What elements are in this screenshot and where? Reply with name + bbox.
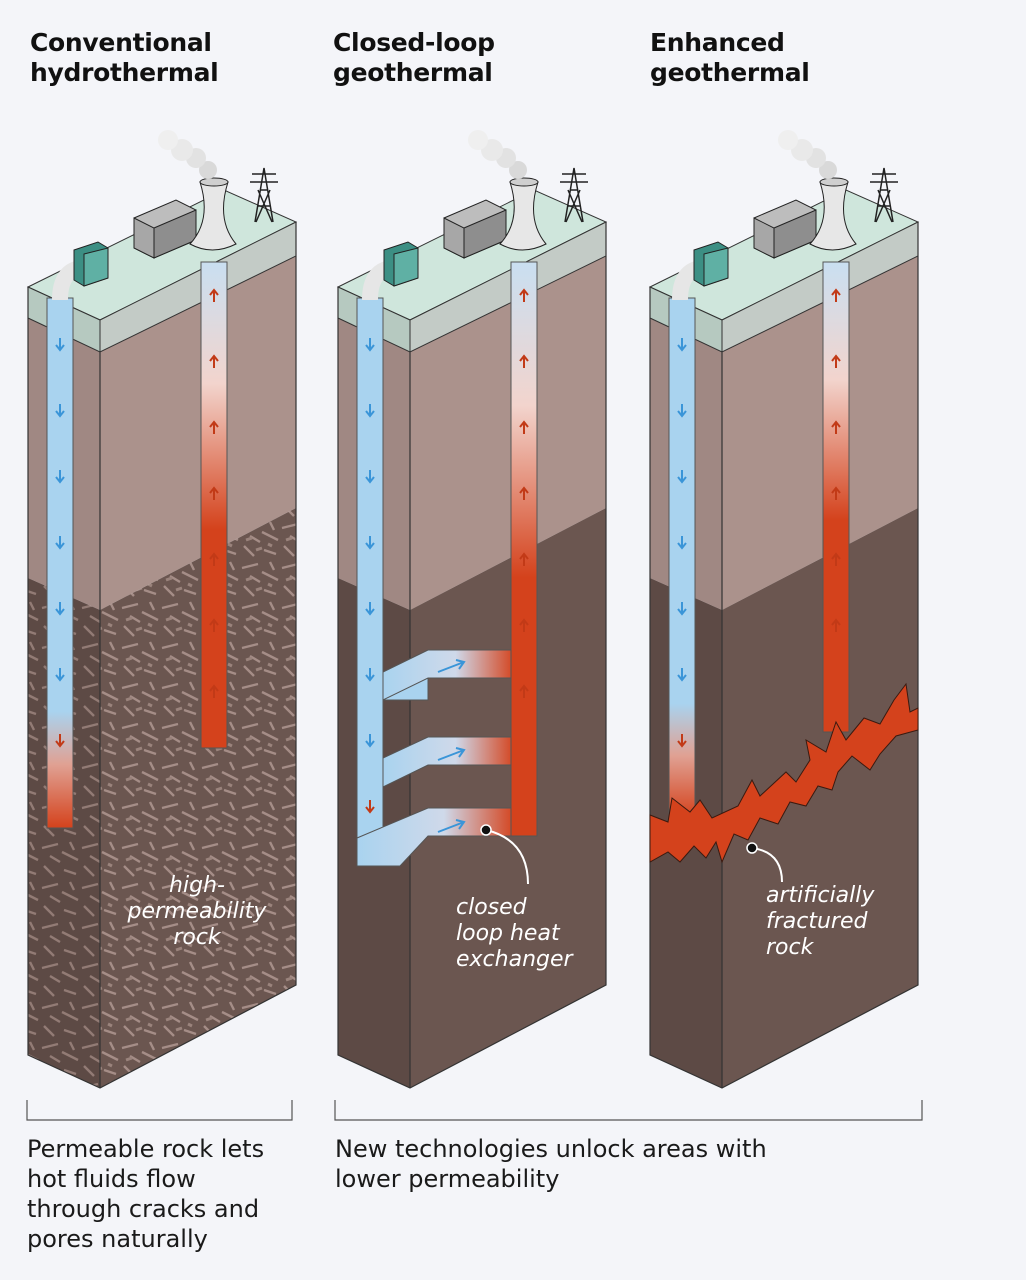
title-line: geothermal — [650, 58, 810, 87]
down-arrow-icon — [55, 668, 65, 682]
up-arrow-icon — [519, 618, 529, 632]
label-fractured-2: fractured — [766, 909, 869, 934]
down-arrow-icon — [365, 734, 375, 748]
down-arrow-icon — [365, 800, 375, 814]
up-arrow-icon — [519, 552, 529, 566]
down-arrow-icon — [55, 536, 65, 550]
down-arrow-icon — [365, 536, 375, 550]
caption-line: hot fluids flow — [27, 1165, 196, 1193]
fracture-callout — [746, 842, 783, 883]
down-arrow-icon — [677, 338, 687, 352]
fracture-network — [649, 682, 919, 864]
up-arrow-icon — [831, 618, 841, 632]
closed-loop-pipe — [356, 261, 538, 867]
down-arrow-icon — [55, 602, 65, 616]
steam-plume — [158, 130, 217, 179]
up-arrow-icon — [831, 288, 841, 302]
power-plant — [133, 130, 278, 259]
down-arrow-icon — [677, 536, 687, 550]
panel-title-conventional: Conventional hydrothermal — [30, 28, 219, 88]
power-plant — [753, 130, 898, 259]
down-arrow-icon — [365, 338, 375, 352]
injection-well — [46, 297, 74, 829]
down-arrow-icon — [365, 404, 375, 418]
down-arrow-icon — [55, 470, 65, 484]
title-line: hydrothermal — [30, 58, 219, 87]
up-arrow-icon — [209, 552, 219, 566]
caption-line: pores naturally — [27, 1225, 208, 1253]
caption-right: New technologies unlock areas with lower… — [335, 1134, 767, 1194]
panel-enhanced — [648, 130, 920, 1089]
up-arrow-icon — [519, 684, 529, 698]
cooling-tower — [189, 181, 237, 251]
up-arrow-icon — [519, 420, 529, 434]
title-line: Conventional — [30, 28, 212, 57]
up-arrow-icon — [519, 288, 529, 302]
up-arrow-icon — [831, 354, 841, 368]
up-arrow-icon — [209, 288, 219, 302]
up-arrow-icon — [519, 354, 529, 368]
down-arrow-icon — [677, 668, 687, 682]
caption-line: Permeable rock lets — [27, 1135, 265, 1163]
label-closed-loop-3: exchanger — [456, 947, 575, 972]
up-arrow-icon — [209, 618, 219, 632]
down-arrow-icon — [677, 734, 687, 748]
up-arrow-icon — [209, 684, 219, 698]
label-fractured-3: rock — [766, 935, 815, 960]
down-arrow-icon — [677, 602, 687, 616]
production-well — [200, 261, 228, 749]
flow-arrow-icon — [437, 747, 466, 761]
flow-arrows — [55, 288, 841, 833]
upper-rock-front — [100, 256, 296, 610]
down-arrow-icon — [365, 470, 375, 484]
up-arrow-icon — [831, 420, 841, 434]
transmission-tower — [250, 167, 278, 223]
label-high-permeability-3: rock — [173, 925, 222, 950]
panel-closed-loop — [336, 130, 608, 1089]
up-arrow-icon — [831, 486, 841, 500]
down-arrow-icon — [677, 404, 687, 418]
label-closed-loop-1: closed — [456, 895, 528, 920]
label-high-permeability-2: permeability — [127, 899, 268, 924]
caption-line: lower permeability — [335, 1165, 560, 1193]
title-line: Enhanced — [650, 28, 785, 57]
down-arrow-icon — [55, 734, 65, 748]
title-line: Closed-loop — [333, 28, 495, 57]
caption-line: New technologies unlock areas with — [335, 1135, 767, 1163]
label-closed-loop-2: loop heat — [456, 921, 561, 946]
flow-arrow-icon — [437, 659, 466, 673]
caption-line: through cracks and — [27, 1195, 260, 1223]
up-arrow-icon — [831, 552, 841, 566]
title-line: geothermal — [333, 58, 493, 87]
down-arrow-icon — [365, 602, 375, 616]
closed-loop-callout — [480, 824, 529, 885]
panel-conventional — [26, 130, 298, 1089]
deep-rock-front — [100, 508, 296, 1088]
caption-left: Permeable rock lets hot fluids flow thro… — [27, 1134, 264, 1254]
bracket-left — [26, 1100, 293, 1121]
down-arrow-icon — [55, 338, 65, 352]
down-arrow-icon — [365, 668, 375, 682]
down-arrow-icon — [55, 404, 65, 418]
deep-rock-side — [28, 578, 100, 1088]
up-arrow-icon — [209, 354, 219, 368]
label-high-permeability-1: high- — [169, 873, 225, 898]
flow-arrow-icon — [437, 819, 466, 833]
power-plant — [443, 130, 588, 259]
down-arrow-icon — [677, 470, 687, 484]
up-arrow-icon — [209, 486, 219, 500]
panel-title-closed-loop: Closed-loop geothermal — [333, 28, 495, 88]
pump-house — [73, 241, 109, 287]
up-arrow-icon — [519, 486, 529, 500]
panel-title-enhanced: Enhanced geothermal — [650, 28, 810, 88]
label-fractured-1: artificially — [766, 883, 875, 908]
up-arrow-icon — [209, 420, 219, 434]
bracket-right — [334, 1100, 923, 1121]
